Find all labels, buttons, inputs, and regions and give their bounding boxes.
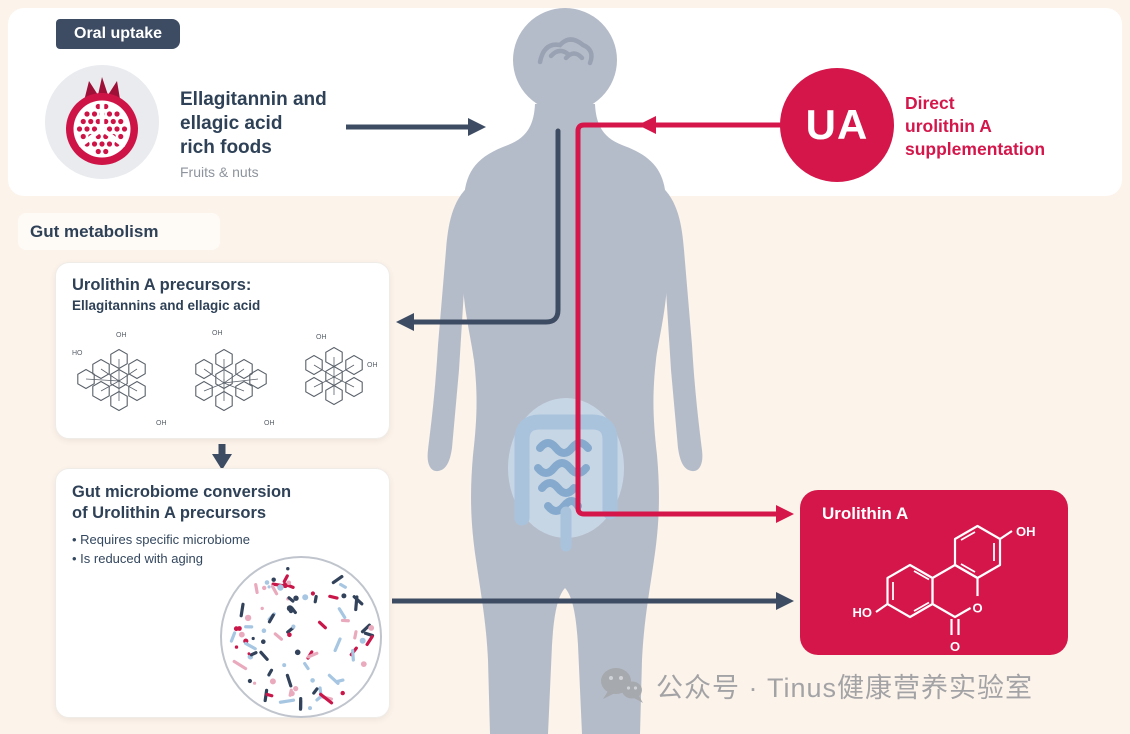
watermark-text: 公众号 · Tinus健康营养实验室 — [656, 672, 1034, 703]
chem-label: OH — [316, 334, 327, 341]
chem-label: OH — [116, 332, 127, 339]
food-title-line1: Ellagitannin and — [180, 89, 327, 110]
conversion-bullet1: • Requires specific microbiome — [72, 532, 250, 547]
gut-metabolism-header: Gut metabolism — [18, 213, 220, 250]
urolithin-a-title: Urolithin A — [822, 504, 909, 523]
torso-and-legs — [461, 104, 669, 734]
conversion-title-line1: Gut microbiome conversion — [72, 483, 292, 501]
precursors-subtitle: Ellagitannins and ellagic acid — [72, 298, 261, 313]
pomegranate-seeds — [76, 103, 128, 155]
conversion-title-line2: of Urolithin A precursors — [72, 504, 267, 522]
ua-badge-label: UA — [805, 101, 869, 148]
chem-label-oh: OH — [1016, 524, 1036, 539]
left-arm — [427, 185, 470, 472]
microbes — [229, 567, 375, 711]
precursor-hexagons — [77, 346, 363, 412]
food-note: Fruits & nuts — [180, 164, 259, 180]
wechat-icon — [601, 668, 643, 703]
pomegranate-graphic — [66, 77, 138, 165]
chem-label: HO — [72, 350, 83, 357]
food-title-line3: rich foods — [180, 137, 272, 158]
supplement-line1: Direct — [905, 93, 955, 113]
oral-uptake-banner: Oral uptake — [56, 19, 181, 49]
supplement-line2: urolithin A — [905, 116, 992, 136]
ellagitannin-structures: HO OH OH OH OH OH OH — [72, 330, 378, 427]
conversion-box: Gut microbiome conversion of Urolithin A… — [55, 468, 390, 718]
gut-metabolism-label: Gut metabolism — [30, 221, 159, 241]
supplement-label-block: Direct urolithin A supplementation — [905, 92, 1045, 161]
microbiome-circle — [220, 556, 382, 718]
arrow-precursors-to-conversion — [212, 444, 232, 470]
precursors-title: Urolithin A precursors: — [72, 276, 252, 294]
watermark: 公众号 · Tinus健康营养实验室 — [598, 664, 1033, 706]
chem-label: OH — [156, 420, 167, 427]
conversion-bullet2: • Is reduced with aging — [72, 551, 204, 566]
supplement-line3: supplementation — [905, 139, 1046, 159]
chem-label-o: O — [972, 601, 982, 616]
microbiome-illustration — [220, 556, 382, 718]
chem-label-o2: O — [950, 639, 960, 654]
precursors-box: Urolithin A precursors: Ellagitannins an… — [55, 262, 390, 439]
arrow-microbiome-to-urolithin — [392, 592, 794, 610]
oral-uptake-label: Oral uptake — [74, 25, 163, 42]
urolithin-a-structure: O O OH HO — [853, 524, 1036, 654]
right-arm — [660, 185, 703, 472]
ua-badge: UA — [780, 68, 894, 182]
pomegranate-icon — [45, 65, 159, 179]
intestines-icon — [508, 398, 624, 552]
chem-label: OH — [367, 362, 378, 369]
food-text-block: Ellagitannin and ellagic acid rich foods… — [180, 88, 327, 180]
food-title-line2: ellagic acid — [180, 113, 283, 134]
urolithin-a-box: Urolithin A — [800, 490, 1068, 655]
chem-label-ho: HO — [853, 605, 873, 620]
chem-label: OH — [264, 420, 275, 427]
chem-label: OH — [212, 330, 223, 337]
